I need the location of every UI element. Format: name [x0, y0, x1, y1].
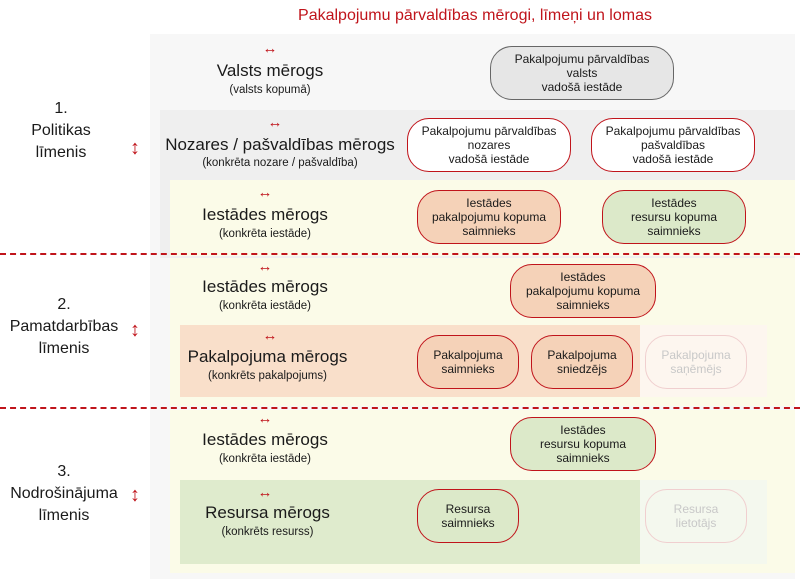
level-3-number: 3.: [57, 463, 71, 480]
resursa-scale-desc: (konkrēts resurss): [221, 526, 314, 538]
valsts-arrow-icon: ↔: [262, 40, 278, 57]
iestades1-scale-desc: (konkrēta iestāde): [218, 228, 312, 240]
nozares-arrow-icon: ↔: [267, 114, 283, 131]
level-2-label: 2. Pamatdarbības līmenis: [0, 294, 128, 360]
level-separator-1: [0, 253, 800, 255]
pakalpojuma-scale-name: Pakalpojuma mērogs: [187, 347, 348, 366]
resursa-scale-name: Resursa mērogs: [205, 503, 330, 522]
level-1-suffix: līmenis: [35, 144, 87, 161]
iestades2-scale-desc: (konkrēta iestāde): [218, 300, 312, 312]
iestades3-scale-name: Iestādes mērogs: [202, 430, 328, 449]
iestades3-arrow-icon: ↔: [257, 410, 273, 427]
nozares-scale-name: Nozares / pašvaldības mērogs: [165, 135, 395, 154]
level-2-number: 2.: [57, 296, 71, 313]
level-1-label: 1. Politikas līmenis: [0, 98, 122, 164]
level-2-vertical-arrow-icon: ↕: [130, 319, 140, 341]
iestades1-arrow-icon: ↔: [257, 184, 273, 201]
level-3-vertical-arrow-icon: ↕: [130, 484, 140, 506]
level-1-name: Politikas: [31, 122, 91, 139]
level-2-name: Pamatdarbības: [9, 318, 119, 335]
iestades1-scale-name: Iestādes mērogs: [202, 205, 328, 224]
nozares-scale-desc: (konkrēta nozare / pašvaldība): [202, 157, 358, 169]
valsts-scale-name: Valsts mērogs: [216, 61, 324, 80]
level-1-number: 1.: [54, 100, 68, 117]
panel-resursa: [180, 480, 640, 564]
level-separator-2: [0, 407, 800, 409]
level-2-suffix: līmenis: [38, 340, 90, 357]
level-3-name: Nodrošinājuma: [10, 485, 118, 502]
valsts-scale-desc: (valsts kopumā): [229, 84, 311, 96]
iestades2-scale-name: Iestādes mērogs: [202, 277, 328, 296]
iestades3-scale-desc: (konkrēta iestāde): [218, 453, 312, 465]
level-1-vertical-arrow-icon: ↕: [130, 137, 140, 159]
level-3-suffix: līmenis: [38, 507, 90, 524]
diagram-title: Pakalpojumu pārvaldības mērogi, līmeņi u…: [298, 7, 652, 24]
iestades2-arrow-icon: ↔: [257, 258, 273, 275]
pakalpojuma-arrow-icon: ↔: [262, 327, 278, 344]
resursa-arrow-icon: ↔: [257, 484, 273, 501]
level-3-label: 3. Nodrošinājuma līmenis: [0, 461, 128, 527]
pakalpojuma-scale-desc: (konkrēts pakalpojums): [208, 370, 327, 382]
